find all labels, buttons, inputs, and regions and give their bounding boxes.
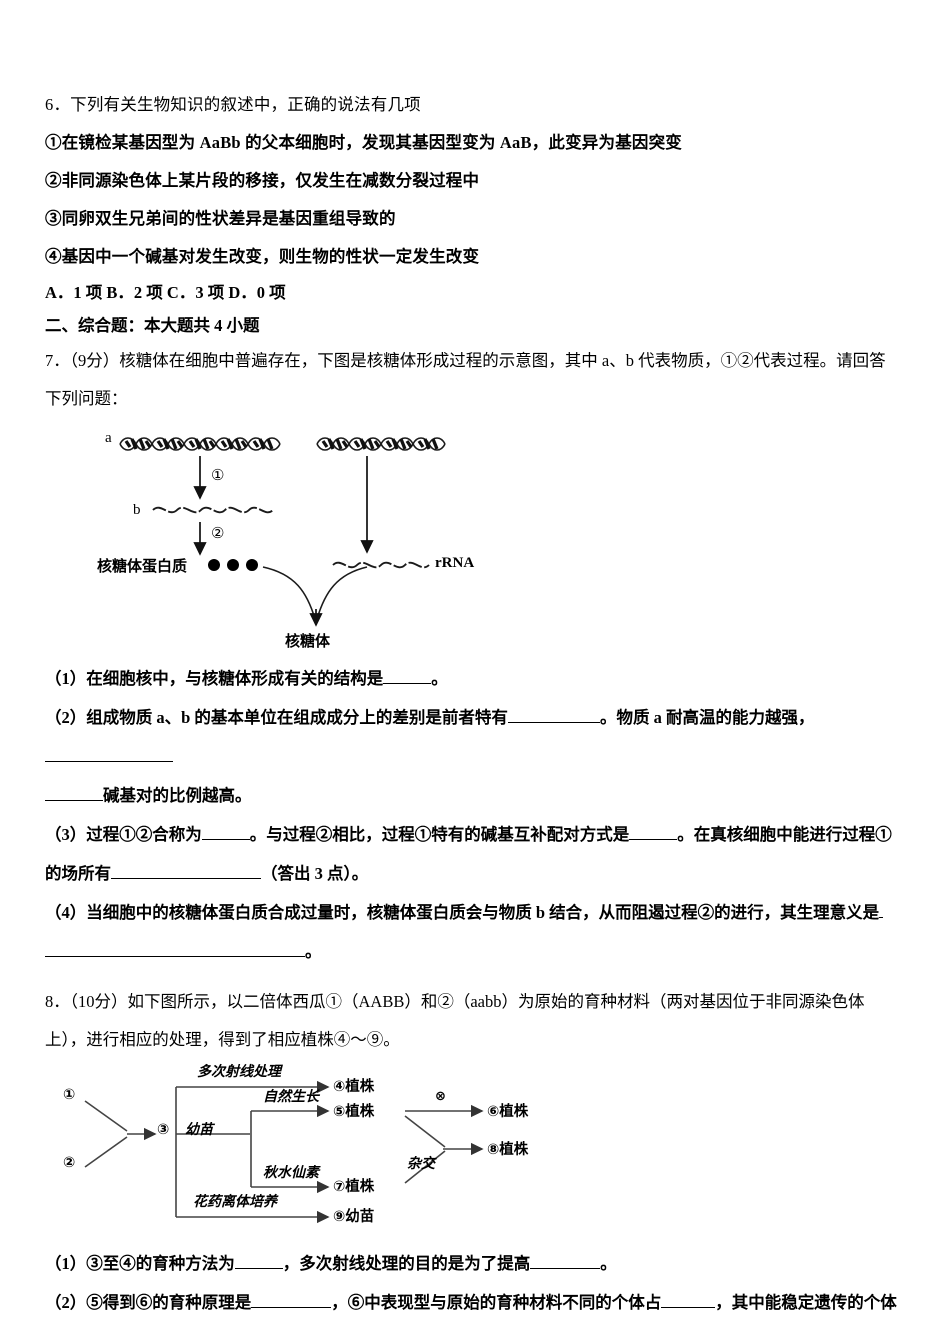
- q7-sub2-blank-2[interactable]: [45, 746, 173, 762]
- question-8-stem-line1: 8．（10分）如下图所示，以二倍体西瓜①（AABB）和②（aabb）为原始的育种…: [45, 992, 865, 1011]
- q8-sub2-text-b: ，⑥中表现型与原始的育种材料不同的个体占: [331, 1293, 662, 1312]
- q7-sub3-text-e: （答出 3 点）。: [261, 864, 369, 883]
- dna-helix-right: [316, 437, 446, 451]
- flow-label-cross: 杂交: [407, 1156, 435, 1172]
- q8-sub1-text-a: （1）③至④的育种方法为: [45, 1254, 235, 1273]
- flow-node-8: ⑧植株: [487, 1142, 529, 1158]
- question-7-stem-line2: 下列问题：: [45, 389, 128, 408]
- q7-sub4-blank-1[interactable]: [879, 902, 884, 918]
- question-6-stem: 6．下列有关生物知识的叙述中，正确的说法有几项: [45, 95, 421, 114]
- figure-label-b: b: [133, 502, 141, 518]
- q7-sub2-text-b: 。物质 a 耐高温的能力越强，: [599, 708, 815, 727]
- q8-sub1-text-b: ，多次射线处理的目的是为了提高: [282, 1254, 531, 1273]
- rrna-strand: [332, 561, 430, 569]
- line-parent1-to-hybrid: [84, 1100, 128, 1132]
- breeding-flow-figure: ① ② ③ 幼苗 多次射线处理 自然生长 秋水仙素 花药离体培养 杂交 ⊗ ④植…: [45, 1064, 917, 1244]
- flow-node-4: ④植株: [333, 1079, 375, 1095]
- q7-sub3-text-d: 的场所有: [45, 864, 111, 883]
- dna-helix-left: [119, 437, 281, 451]
- question-7-stem-line1: 7．（9分）核糖体在细胞中普遍存在，下图是核糖体形成过程的示意图，其中 a、b …: [45, 351, 886, 370]
- page-content: 6．下列有关生物知识的叙述中，正确的说法有几项 ①在镜检某基因型为 AaBb 的…: [45, 86, 917, 1322]
- q8-sub2-text-a: （2）⑤得到⑥的育种原理是: [45, 1293, 252, 1312]
- figure-process-1-label: ①: [211, 468, 225, 484]
- question-8-sub-2: （2）⑤得到⑥的育种原理是 ，⑥中表现型与原始的育种材料不同的个体占 ，其中能稳定遗…: [45, 1283, 917, 1322]
- question-6-item-2: ②非同源染色体上某片段的移接，仅发生在减数分裂过程中: [45, 171, 480, 190]
- rna-strand-b: [152, 506, 274, 514]
- question-6-choices: A．1 项 B．2 项 C．3 项 D．0 项: [45, 283, 286, 302]
- flow-label-colchicine: 秋水仙素: [263, 1165, 319, 1181]
- question-7-sub-1: （1）在细胞核中，与核糖体形成有关的结构是 。: [45, 659, 917, 698]
- q7-sub1-blank[interactable]: [383, 668, 432, 684]
- question-7-sub-3: （3）过程①②合称为 。与过程②相比，过程①特有的碱基互补配对方式是 。在真核细胞中…: [45, 815, 917, 854]
- q8-sub1-blank-2[interactable]: [530, 1253, 601, 1269]
- flow-node-5: ⑤植株: [333, 1104, 375, 1120]
- flow-node-9: ⑨幼苗: [333, 1209, 375, 1225]
- line-parent2-to-hybrid: [84, 1136, 128, 1168]
- q8-sub2-blank-1[interactable]: [251, 1292, 332, 1308]
- q7-sub4-blank-2[interactable]: [45, 941, 305, 957]
- flow-label-seedling: 幼苗: [185, 1122, 213, 1138]
- q7-sub3-text-a: （3）过程①②合称为: [45, 825, 202, 844]
- q7-sub3-blank-3[interactable]: [111, 863, 261, 879]
- question-6-item-3: ③同卵双生兄弟间的性状差异是基因重组导致的: [45, 209, 396, 228]
- q7-sub3-text-c: 。在真核细胞中能进行过程①: [677, 825, 892, 844]
- flow-node-7: ⑦植株: [333, 1179, 375, 1195]
- question-7-sub-4: （4）当细胞中的核糖体蛋白质合成过量时，核糖体蛋白质会与物质 b 结合，从而阻遏…: [45, 893, 917, 932]
- q7-sub2-text-c: 碱基对的比例越高。: [103, 786, 252, 805]
- self-pollination-icon: ⊗: [435, 1089, 446, 1104]
- figure-process-2-label: ②: [211, 526, 225, 542]
- q7-sub1-text: （1）在细胞核中，与核糖体形成有关的结构是: [45, 669, 384, 688]
- flow-label-radiation: 多次射线处理: [197, 1064, 281, 1080]
- breeding-flow-svg: [84, 1080, 484, 1224]
- question-7-sub-4-cont: 。: [45, 932, 917, 971]
- curve-protein-to-ribosome: [262, 566, 316, 620]
- question-6-item-4: ④基因中一个碱基对发生改变，则生物的性状一定发生改变: [45, 247, 480, 266]
- ribosomal-protein-label: 核糖体蛋白质: [97, 557, 188, 575]
- ribosome-label: 核糖体: [285, 632, 331, 650]
- question-7-sub-2-cont: 碱基对的比例越高。: [45, 776, 917, 815]
- flow-label-natural-growth: 自然生长: [263, 1089, 319, 1105]
- ribosomal-protein-dots: [208, 559, 258, 571]
- q8-sub2-blank-2[interactable]: [661, 1292, 716, 1308]
- ribosome-diagram-svg: [119, 437, 446, 627]
- figure-label-a: a: [105, 430, 112, 446]
- flow-node-parent2: ②: [63, 1155, 76, 1171]
- q8-sub1-text-c: 。: [600, 1254, 617, 1273]
- q7-sub2-blank-3[interactable]: [45, 785, 103, 801]
- flow-node-parent1: ①: [63, 1087, 76, 1103]
- line-node5-to-cross: [404, 1115, 446, 1148]
- section-2-heading: 二、综合题：本大题共 4 小题: [45, 316, 260, 335]
- question-7-sub-2: （2）组成物质 a、b 的基本单位在组成成分上的差别是前者特有 。物质 a 耐高温…: [45, 698, 917, 776]
- q7-sub3-blank-2[interactable]: [629, 824, 678, 840]
- question-7-sub-3-cont: 的场所有 （答出 3 点）。: [45, 854, 917, 893]
- ribosome-formation-figure: a b ① ② 核糖体蛋白质 rRNA 核糖体: [45, 424, 917, 659]
- question-8-stem-line2: 上），进行相应的处理，得到了相应植株④～⑨。: [45, 1030, 400, 1049]
- question-6-item-1: ①在镜检某基因型为 AaBb 的父本细胞时，发现其基因型变为 AaB，此变异为基…: [45, 133, 682, 152]
- flow-node-6: ⑥植株: [487, 1104, 529, 1120]
- question-8-sub-1: （1）③至④的育种方法为 ，多次射线处理的目的是为了提高 。: [45, 1244, 917, 1283]
- q7-sub2-blank-1[interactable]: [507, 707, 600, 723]
- flow-node-hybrid: ③: [157, 1122, 170, 1138]
- flow-label-anther-culture: 花药离体培养: [193, 1194, 277, 1210]
- line-node7-to-cross: [404, 1150, 446, 1184]
- rrna-label: rRNA: [435, 555, 475, 571]
- q7-sub3-blank-1[interactable]: [201, 824, 250, 840]
- q7-sub4-text-a: （4）当细胞中的核糖体蛋白质合成过量时，核糖体蛋白质会与物质 b 结合，从而阻遏…: [45, 903, 880, 922]
- q7-sub3-text-b: 。与过程②相比，过程①特有的碱基互补配对方式是: [249, 825, 630, 844]
- q8-sub1-blank-1[interactable]: [234, 1253, 283, 1269]
- curve-rrna-to-ribosome: [316, 566, 368, 620]
- q7-sub4-text-b: 。: [305, 942, 322, 961]
- q7-sub2-text-a: （2）组成物质 a、b 的基本单位在组成成分上的差别是前者特有: [45, 708, 508, 727]
- q8-sub2-text-c: ，其中能稳定遗传的个体: [715, 1293, 897, 1312]
- q7-sub1-tail: 。: [431, 669, 448, 688]
